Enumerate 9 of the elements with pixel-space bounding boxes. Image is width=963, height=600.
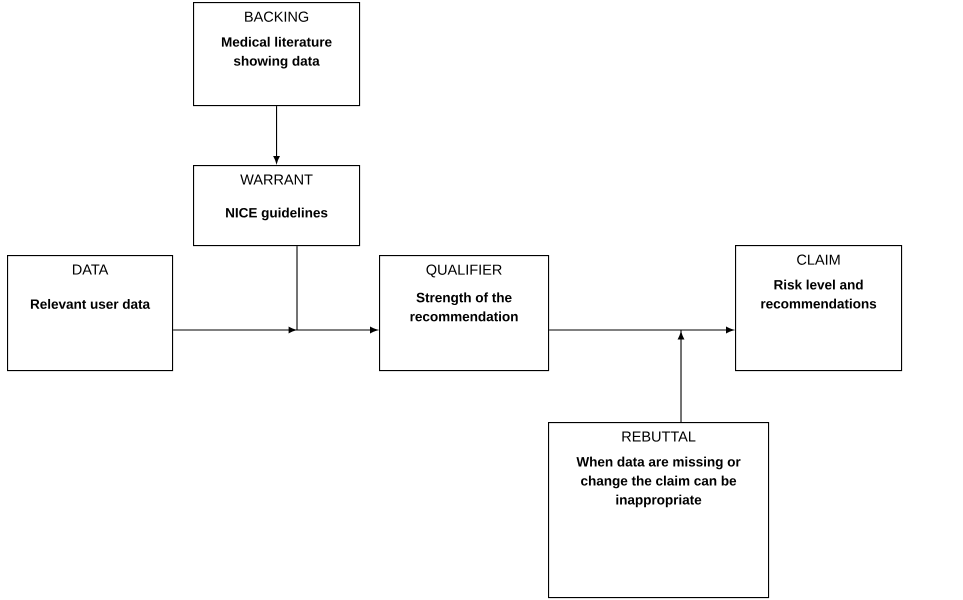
labeled-box: QUALIFIER Strength of the recommendation <box>379 255 550 372</box>
labeled-box: BACKING Medical literature showing data <box>193 2 360 106</box>
arrow <box>288 246 378 334</box>
labeled-box: REBUTTAL When data are missing or change the claim can be inappropriate <box>548 422 770 598</box>
arrow <box>273 106 280 164</box>
arrow <box>678 326 734 422</box>
labeled-box: WARRANT NICE guidelines <box>193 165 360 246</box>
labeled-box: DATA Relevant user data <box>7 255 174 372</box>
labeled-box: CLAIM Risk level and recommendations <box>735 245 902 372</box>
